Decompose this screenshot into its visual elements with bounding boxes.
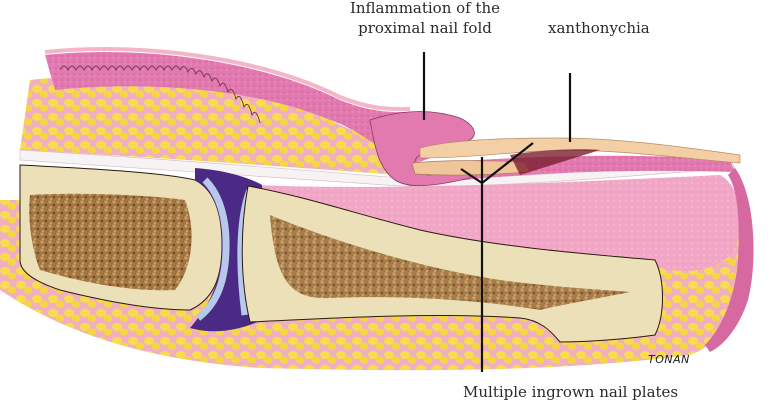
dorsal-epidermis: [44, 47, 411, 112]
cartilage-proximal: [195, 177, 230, 321]
label-ingrown-nail-plates: Multiple ingrown nail plates: [463, 383, 679, 401]
nail-plate-upper: [419, 137, 741, 164]
label-inflammation: Inflammation of the proximal nail fold: [340, 0, 510, 38]
nail-plate-lower: [411, 160, 531, 176]
artist-signature: TONAN: [648, 353, 690, 366]
distal-skin: [705, 168, 754, 352]
leader-line-ingrown-left: [460, 168, 483, 184]
rete-ridges: [59, 65, 261, 124]
leader-line-ingrown-right: [481, 142, 534, 184]
middle-phalanx-marrow: [29, 193, 192, 291]
label-xanthonychia: xanthonychia: [548, 19, 650, 37]
dorsal-dermis: [45, 52, 470, 163]
distal-phalanx-marrow: [270, 215, 630, 310]
dorsal-fat-layer: [20, 76, 400, 175]
label-inflammation-line2: proximal nail fold: [358, 19, 492, 37]
label-inflammation-line1: Inflammation of the: [349, 0, 501, 17]
subungual-debris: [510, 149, 600, 175]
